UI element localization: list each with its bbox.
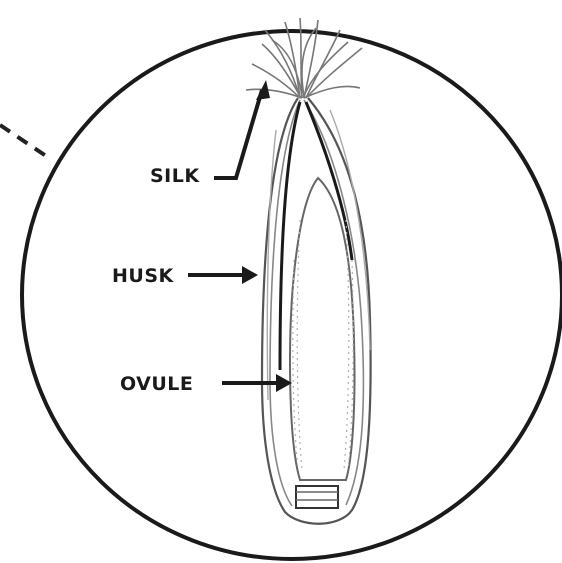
silk-pointer-arrow xyxy=(214,90,262,178)
husk-arrowhead-icon xyxy=(242,266,258,284)
label-ovule: OVULE xyxy=(120,373,193,395)
label-silk: SILK xyxy=(150,165,200,187)
ear-base xyxy=(296,486,338,508)
label-husk: HUSK xyxy=(112,265,175,287)
dashed-leader-line xyxy=(0,125,52,160)
